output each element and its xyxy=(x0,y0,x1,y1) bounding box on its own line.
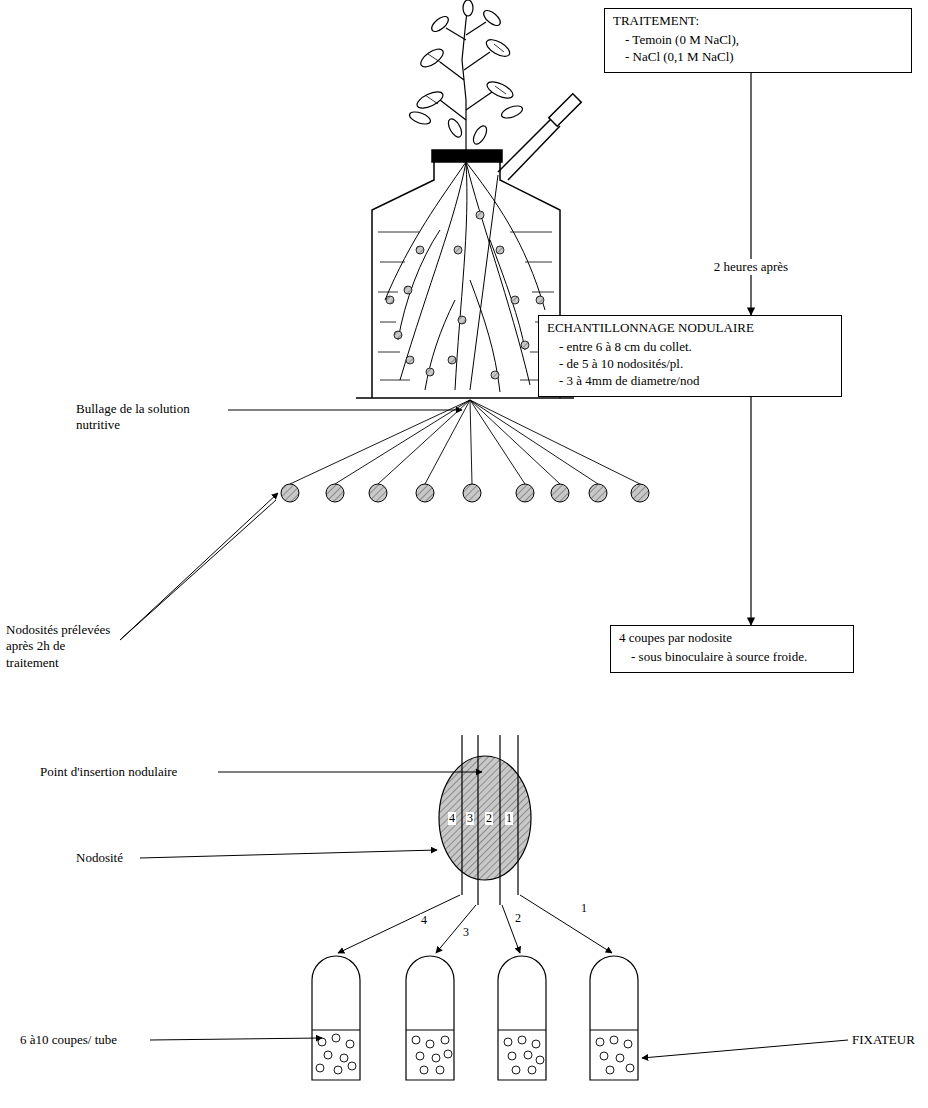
callout-number: 1 xyxy=(505,812,513,825)
part-label: Nodosité xyxy=(76,850,146,866)
sampled-nodules xyxy=(281,484,649,502)
callout-number: 1 xyxy=(580,902,588,915)
sampling-lines xyxy=(290,400,640,484)
roots xyxy=(385,162,545,392)
callout-number: 3 xyxy=(462,926,470,939)
part-label: Bullage de la solution nutritive xyxy=(76,401,226,434)
tube-sections xyxy=(316,1034,634,1074)
box-item: - entre 6 à 8 cm du collet. xyxy=(547,339,833,356)
callout-number: 3 xyxy=(466,812,474,825)
part-label: Nodosités prélevées après 2h de traiteme… xyxy=(6,622,118,671)
callout-number: 2 xyxy=(485,812,493,825)
box-item: - sous binoculaire à source froide. xyxy=(619,649,845,666)
plant xyxy=(408,0,524,150)
box-heading: 4 coupes par nodosite xyxy=(619,630,845,647)
edge-label: 2 heures après xyxy=(711,259,791,275)
callout-number: 2 xyxy=(514,912,522,925)
box-item: - 3 à 4mm de diametre/nod xyxy=(547,373,833,390)
process-box: 4 coupes par nodosite - sous binoculaire … xyxy=(610,625,854,673)
part-label: FIXATEUR xyxy=(852,1032,922,1048)
callout-number: 4 xyxy=(448,812,456,825)
leader-lines xyxy=(120,410,848,1058)
process-box: TRAITEMENT: - Temoin (0 M NaCl),- NaCl (0… xyxy=(604,8,912,73)
box-item: - Temoin (0 M NaCl), xyxy=(613,32,903,49)
tubes xyxy=(312,956,638,1080)
process-box: ECHANTILLONNAGE NODULAIRE - entre 6 à 8 c… xyxy=(538,315,842,397)
part-label: 6 à10 coupes/ tube xyxy=(20,1032,150,1048)
box-item: - NaCl (0,1 M NaCl) xyxy=(613,49,903,66)
flow-arrow xyxy=(750,397,751,625)
cut-arrows xyxy=(338,895,612,953)
box-heading: TRAITEMENT: xyxy=(613,13,903,30)
box-heading: ECHANTILLONNAGE NODULAIRE xyxy=(547,320,833,337)
nodule-section xyxy=(439,735,531,905)
part-label: Point d'insertion nodulaire xyxy=(40,764,220,780)
callout-number: 4 xyxy=(420,914,428,927)
box-item: - de 5 à 10 nodosités/pl. xyxy=(547,356,833,373)
flow-arrow xyxy=(750,73,751,315)
